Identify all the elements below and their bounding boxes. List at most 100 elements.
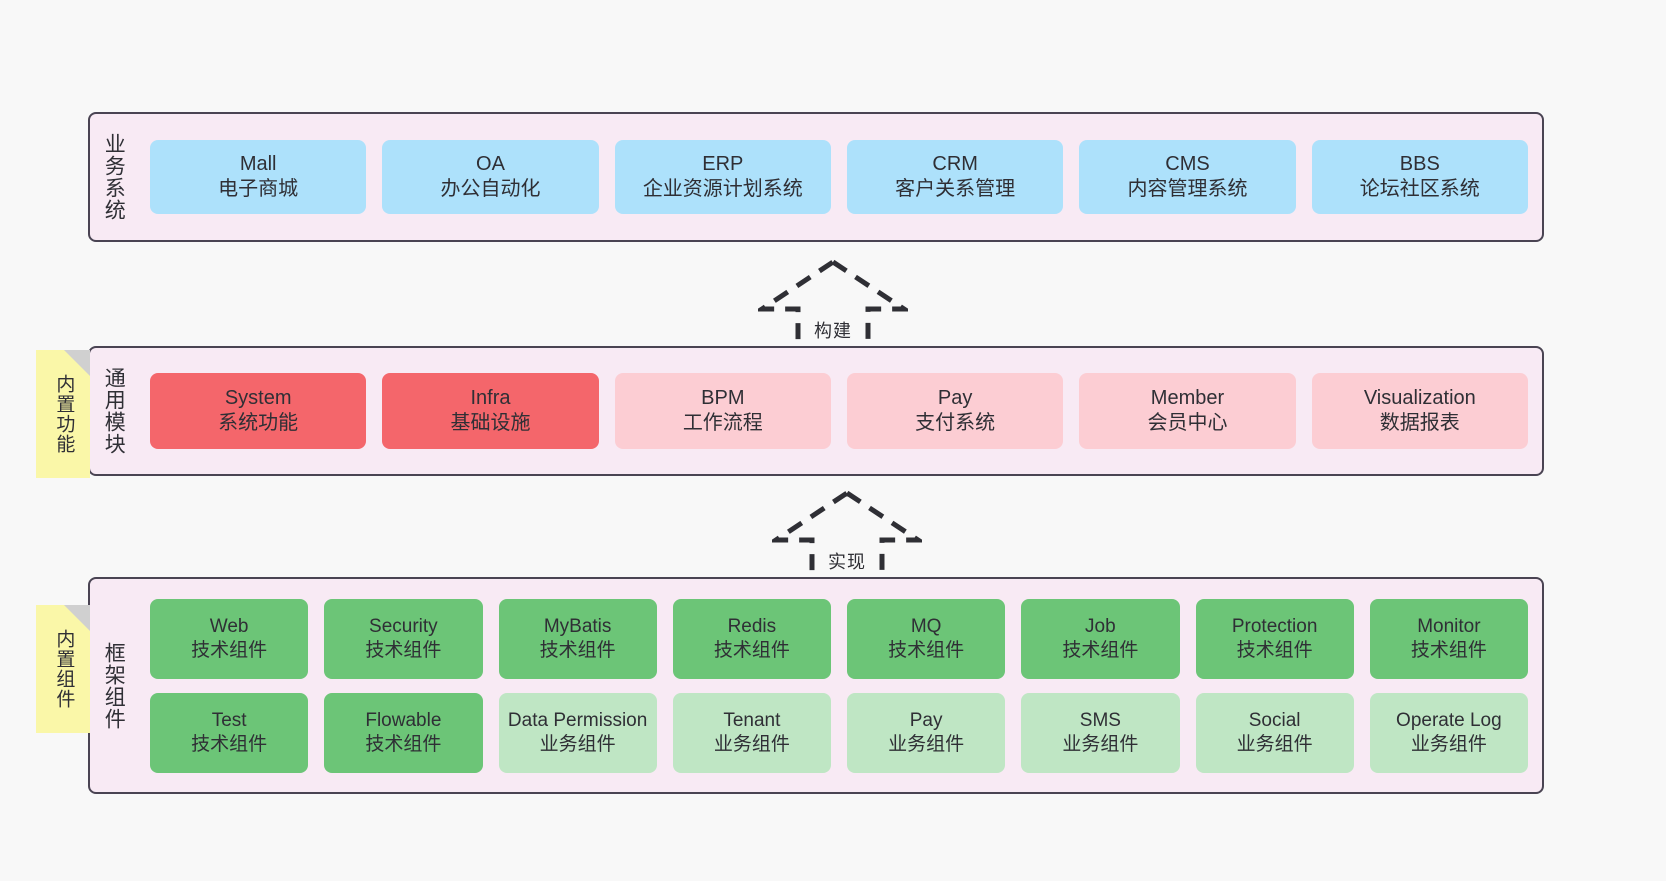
component-subtitle: 技术组件 xyxy=(1062,639,1139,661)
module-name: OA xyxy=(476,152,505,175)
arrow-build: 构建 xyxy=(758,258,908,353)
component-card-data-permission[interactable]: Data Permission 业务组件 xyxy=(498,692,657,773)
component-card-mq[interactable]: MQ 技术组件 xyxy=(847,598,1006,679)
module-card-erp[interactable]: ERP 企业资源计划系统 xyxy=(614,140,831,214)
component-card-tenant[interactable]: Tenant 业务组件 xyxy=(672,692,831,773)
module-card-bpm[interactable]: BPM 工作流程 xyxy=(614,373,831,449)
component-name: Job xyxy=(1085,615,1116,637)
row: System 系统功能 Infra 基础设施 BPM 工作流程 Pay 支付系统… xyxy=(150,373,1528,449)
component-card-test[interactable]: Test 技术组件 xyxy=(150,692,309,773)
component-name: Pay xyxy=(909,709,943,731)
module-name: Pay xyxy=(937,386,973,409)
layer-framework-component: 框架组件 Web 技术组件 Security 技术组件 MyBatis 技术组件… xyxy=(88,577,1544,794)
component-name: Security xyxy=(369,615,438,637)
component-name: Test xyxy=(211,709,247,731)
component-name: Tenant xyxy=(723,709,781,731)
module-name: System xyxy=(224,386,292,409)
module-card-cms[interactable]: CMS 内容管理系统 xyxy=(1079,140,1296,214)
component-subtitle: 业务组件 xyxy=(1236,733,1313,755)
module-subtitle: 基础设施 xyxy=(450,412,531,434)
layer-common-module: 通用模块 System 系统功能 Infra 基础设施 BPM 工作流程 Pay… xyxy=(88,346,1544,476)
component-subtitle: 业务组件 xyxy=(1062,733,1139,755)
module-card-pay[interactable]: Pay 支付系统 xyxy=(846,373,1064,449)
component-name: Redis xyxy=(727,615,777,637)
module-card-oa[interactable]: OA 办公自动化 xyxy=(382,140,599,214)
component-card-mybatis[interactable]: MyBatis 技术组件 xyxy=(498,598,657,679)
module-card-member[interactable]: Member 会员中心 xyxy=(1079,373,1296,449)
component-name: MQ xyxy=(910,615,942,637)
sticky-note-label: 内置功能 xyxy=(53,374,75,454)
module-subtitle: 企业资源计划系统 xyxy=(642,178,803,200)
component-card-security[interactable]: Security 技术组件 xyxy=(324,598,483,679)
component-subtitle: 技术组件 xyxy=(365,733,442,755)
component-card-flowable[interactable]: Flowable 技术组件 xyxy=(324,692,483,773)
module-subtitle: 系统功能 xyxy=(218,412,299,434)
arrow-realize: 实现 xyxy=(772,489,922,584)
component-card-monitor[interactable]: Monitor 技术组件 xyxy=(1369,598,1528,679)
row: Test 技术组件 Flowable 技术组件 Data Permission … xyxy=(150,692,1528,773)
sticky-note-builtin-function: 内置功能 xyxy=(36,350,90,478)
component-card-pay[interactable]: Pay 业务组件 xyxy=(847,692,1006,773)
layer-body-framework-component: Web 技术组件 Security 技术组件 MyBatis 技术组件 Redi… xyxy=(136,579,1542,792)
page-fold-icon xyxy=(64,605,90,631)
component-card-sms[interactable]: SMS 业务组件 xyxy=(1021,692,1180,773)
component-subtitle: 技术组件 xyxy=(888,639,965,661)
layer-title-business-system: 业务系统 xyxy=(102,133,126,221)
module-subtitle: 客户关系管理 xyxy=(895,178,1016,200)
component-name: MyBatis xyxy=(543,615,612,637)
component-subtitle: 技术组件 xyxy=(191,639,268,661)
component-subtitle: 业务组件 xyxy=(539,733,616,755)
sticky-note-builtin-component: 内置组件 xyxy=(36,605,90,733)
module-card-visualization[interactable]: Visualization 数据报表 xyxy=(1311,373,1528,449)
row: Mall 电子商城 OA 办公自动化 ERP 企业资源计划系统 CRM 客户关系… xyxy=(150,140,1528,214)
module-name: Infra xyxy=(470,386,511,409)
layer-title-common-module: 通用模块 xyxy=(102,367,126,455)
module-subtitle: 数据报表 xyxy=(1379,412,1460,434)
module-subtitle: 论坛社区系统 xyxy=(1359,178,1480,200)
component-card-social[interactable]: Social 业务组件 xyxy=(1195,692,1354,773)
component-name: Flowable xyxy=(365,709,442,731)
component-name: Social xyxy=(1248,709,1301,731)
component-card-operate-log[interactable]: Operate Log 业务组件 xyxy=(1369,692,1528,773)
component-subtitle: 技术组件 xyxy=(191,733,268,755)
component-name: SMS xyxy=(1079,709,1121,731)
row: Web 技术组件 Security 技术组件 MyBatis 技术组件 Redi… xyxy=(150,598,1528,679)
component-name: Operate Log xyxy=(1396,709,1502,731)
module-name: BPM xyxy=(701,386,745,409)
layer-body-common-module: System 系统功能 Infra 基础设施 BPM 工作流程 Pay 支付系统… xyxy=(136,348,1542,474)
component-card-redis[interactable]: Redis 技术组件 xyxy=(672,598,831,679)
layer-body-business-system: Mall 电子商城 OA 办公自动化 ERP 企业资源计划系统 CRM 客户关系… xyxy=(136,114,1542,240)
module-card-system[interactable]: System 系统功能 xyxy=(150,373,367,449)
module-card-crm[interactable]: CRM 客户关系管理 xyxy=(846,140,1064,214)
module-name: Member xyxy=(1150,386,1225,409)
module-subtitle: 办公自动化 xyxy=(440,178,541,200)
module-card-infra[interactable]: Infra 基础设施 xyxy=(382,373,599,449)
module-card-bbs[interactable]: BBS 论坛社区系统 xyxy=(1311,140,1528,214)
component-name: Monitor xyxy=(1417,615,1481,637)
component-card-job[interactable]: Job 技术组件 xyxy=(1021,598,1180,679)
component-card-protection[interactable]: Protection 技术组件 xyxy=(1195,598,1354,679)
component-name: Protection xyxy=(1231,615,1318,637)
component-subtitle: 业务组件 xyxy=(888,733,965,755)
component-subtitle: 技术组件 xyxy=(539,639,616,661)
module-subtitle: 工作流程 xyxy=(682,412,763,434)
layer-title-framework-component: 框架组件 xyxy=(102,641,126,730)
component-subtitle: 技术组件 xyxy=(365,639,442,661)
layer-business-system: 业务系统 Mall 电子商城 OA 办公自动化 ERP 企业资源计划系统 CRM… xyxy=(88,112,1544,242)
module-subtitle: 内容管理系统 xyxy=(1127,178,1248,200)
sticky-note-label: 内置组件 xyxy=(53,629,75,709)
arrow-label-build: 构建 xyxy=(814,321,852,341)
component-subtitle: 技术组件 xyxy=(1410,639,1487,661)
module-name: Visualization xyxy=(1363,386,1476,409)
module-card-mall[interactable]: Mall 电子商城 xyxy=(150,140,367,214)
module-name: CRM xyxy=(932,152,978,175)
module-name: BBS xyxy=(1399,152,1440,175)
module-name: CMS xyxy=(1165,152,1210,175)
component-subtitle: 业务组件 xyxy=(1410,733,1487,755)
component-card-web[interactable]: Web 技术组件 xyxy=(150,598,309,679)
arrow-label-realize: 实现 xyxy=(828,552,866,572)
page-fold-icon xyxy=(64,350,90,376)
component-subtitle: 技术组件 xyxy=(713,639,790,661)
component-name: Web xyxy=(209,615,249,637)
